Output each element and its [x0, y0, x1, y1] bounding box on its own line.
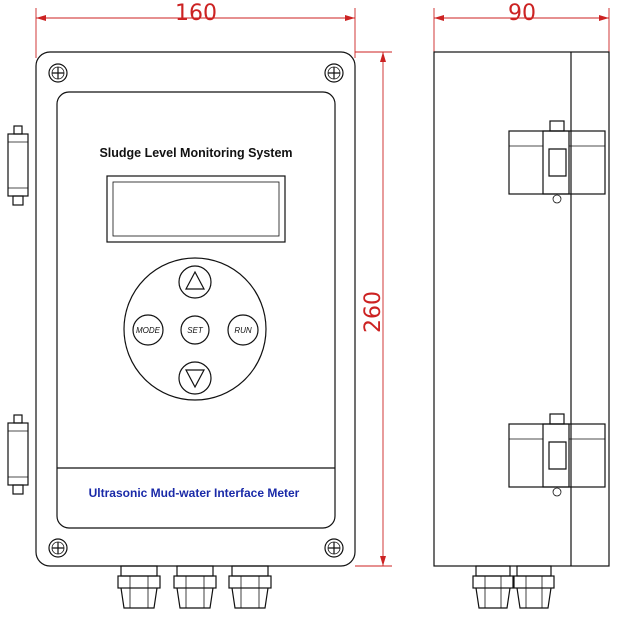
down-arrow-button[interactable]: [178, 361, 212, 395]
screw-icon-top-left: [48, 63, 68, 83]
dimension-depth-side: 90: [433, 1, 610, 52]
panel-title: Sludge Level Monitoring System: [99, 146, 292, 160]
side-view: [433, 51, 610, 609]
side-cable-gland-2: [513, 565, 555, 609]
keypad: MODE SET RUN: [123, 257, 267, 401]
set-button[interactable]: SET: [180, 315, 210, 345]
lcd-display-frame: [106, 175, 286, 243]
mode-button[interactable]: MODE: [132, 314, 164, 346]
dimension-width-front-label: 160: [175, 1, 217, 26]
side-housing: [433, 51, 610, 567]
cable-gland-2: [173, 565, 217, 609]
set-button-label: SET: [187, 326, 204, 335]
side-hinge-top: [508, 120, 606, 204]
dimension-height-label: 260: [361, 291, 386, 333]
panel-footer: Ultrasonic Mud-water Interface Meter: [89, 486, 300, 500]
screw-icon-bottom-right: [324, 538, 344, 558]
hinge-bottom-left: [7, 414, 29, 495]
run-button-label: RUN: [234, 326, 252, 335]
mode-button-label: MODE: [136, 326, 161, 335]
screw-icon-top-right: [324, 63, 344, 83]
cable-gland-3: [228, 565, 272, 609]
lcd-display-screen: [112, 181, 280, 237]
cable-gland-1: [117, 565, 161, 609]
screw-icon-bottom-left: [48, 538, 68, 558]
side-hinge-bottom: [508, 413, 606, 497]
dimension-height: 260: [355, 51, 392, 567]
run-button[interactable]: RUN: [227, 314, 259, 346]
front-panel: [56, 91, 336, 529]
up-arrow-button[interactable]: [178, 265, 212, 299]
side-cable-gland-1: [472, 565, 514, 609]
front-view: Sludge Level Monitoring System MODE SET: [7, 51, 356, 609]
hinge-top-left: [7, 125, 29, 206]
dimension-depth-side-label: 90: [508, 1, 536, 26]
dimension-width-front: 160: [35, 1, 356, 58]
